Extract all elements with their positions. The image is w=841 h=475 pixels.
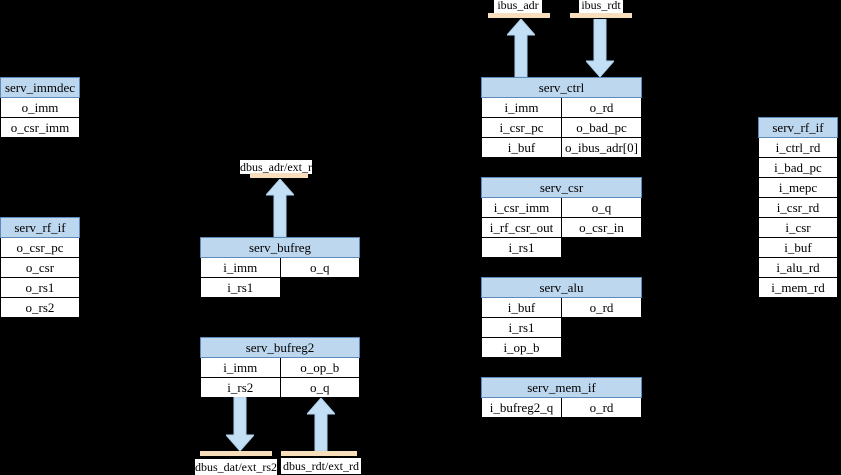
- bus-label-dbus-dat-ext-rs2: dbus_dat/ext_rs2: [195, 459, 277, 475]
- port-cell: i_imm: [481, 97, 562, 118]
- port-cell: o_rd: [561, 397, 642, 418]
- port-cell: i_buf: [481, 297, 562, 318]
- port-cell: i_rs1: [481, 317, 562, 338]
- bufreg2-to-dbus-dat-arrow-down: [226, 397, 254, 451]
- port-cell: o_q: [561, 197, 642, 218]
- block-serv-bufreg2: serv_bufreg2 i_imm o_op_b i_rs2 o_q: [200, 337, 360, 398]
- block-title: serv_mem_if: [481, 377, 642, 398]
- bus-label-dbus-adr-ext-rs1: dbus_adr/ext_rs1: [240, 160, 312, 174]
- port-cell: o_bad_pc: [561, 117, 642, 138]
- port-cell: i_ctrl_rd: [758, 137, 838, 158]
- port-cell: i_bufreg2_q: [481, 397, 562, 418]
- block-serv-bufreg: serv_bufreg i_imm o_q i_rs1: [200, 237, 360, 298]
- block-serv-mem-if: serv_mem_if i_bufreg2_q o_rd: [481, 377, 642, 418]
- ctrl-to-ibus-adr-arrow-up: [507, 19, 535, 77]
- block-title: serv_bufreg2: [200, 337, 360, 358]
- port-cell: o_rd: [561, 297, 642, 318]
- empty-cell: [562, 338, 642, 358]
- port-cell: i_op_b: [481, 337, 562, 358]
- port-cell: o_csr_in: [561, 217, 642, 238]
- block-serv-immdec: serv_immdec o_imm o_csr_imm: [0, 77, 80, 138]
- block-title: serv_rf_if: [0, 217, 80, 238]
- block-title: serv_rf_if: [758, 117, 838, 138]
- port-cell: i_csr_pc: [481, 117, 562, 138]
- port-cell: o_rs1: [0, 277, 80, 298]
- bus-bar-dbus-dat: [200, 451, 272, 456]
- port-cell: i_rs1: [481, 237, 562, 258]
- block-title: serv_ctrl: [481, 77, 642, 98]
- port-cell: i_buf: [758, 237, 838, 258]
- port-cell: i_bad_pc: [758, 157, 838, 178]
- block-title: serv_bufreg: [200, 237, 360, 258]
- port-cell: o_csr_imm: [0, 117, 80, 138]
- port-cell: i_imm: [200, 357, 281, 378]
- port-cell: i_rs2: [200, 377, 281, 398]
- port-cell: i_csr_imm: [481, 197, 562, 218]
- block-serv-ctrl: serv_ctrl i_imm o_rd i_csr_pc o_bad_pc i…: [481, 77, 642, 158]
- block-serv-rf-if-left: serv_rf_if o_csr_pc o_csr o_rs1 o_rs2: [0, 217, 80, 318]
- port-cell: i_csr_rd: [758, 197, 838, 218]
- bus-bar-ibus-rdt: [570, 13, 632, 18]
- dbus-rdt-to-bufreg2-arrow-up: [307, 398, 335, 451]
- block-title: serv_csr: [481, 177, 642, 198]
- bufreg-to-dbus-adr-arrow-up: [266, 179, 294, 237]
- port-cell: o_rs2: [0, 297, 80, 318]
- block-title: serv_immdec: [0, 77, 80, 98]
- ibus-rdt-to-ctrl-arrow-down: [586, 19, 614, 77]
- port-cell: i_rf_csr_out: [481, 217, 562, 238]
- block-serv-alu: serv_alu i_buf o_rd i_rs1 i_op_b: [481, 277, 642, 358]
- port-cell: i_csr: [758, 217, 838, 238]
- port-cell: o_ibus_adr[0]: [561, 137, 642, 158]
- block-title: serv_alu: [481, 277, 642, 298]
- port-cell: i_mem_rd: [758, 277, 838, 298]
- port-cell: i_rs1: [200, 277, 281, 298]
- bus-label-ibus-rdt: ibus_rdt: [579, 0, 623, 13]
- bus-bar-dbus-rdt: [281, 451, 357, 456]
- port-cell: o_csr_pc: [0, 237, 80, 258]
- bus-bar-ibus-adr: [488, 13, 550, 18]
- port-cell: i_imm: [200, 257, 281, 278]
- bus-label-ibus-adr: ibus_adr: [494, 0, 542, 13]
- port-cell: o_rd: [561, 97, 642, 118]
- port-cell: i_mepc: [758, 177, 838, 198]
- bus-label-dbus-rdt-ext-rd: dbus_rdt/ext_rd: [281, 458, 361, 474]
- bus-bar-dbus-adr: [250, 173, 308, 178]
- port-cell: o_op_b: [279, 357, 360, 378]
- port-cell: i_alu_rd: [758, 257, 838, 278]
- port-cell: o_q: [279, 257, 360, 278]
- empty-cell: [562, 318, 642, 338]
- port-cell: o_q: [279, 377, 360, 398]
- port-cell: o_csr: [0, 257, 80, 278]
- empty-cell: [280, 278, 360, 298]
- block-serv-csr: serv_csr i_csr_imm o_q i_rf_csr_out o_cs…: [481, 177, 642, 258]
- port-cell: o_imm: [0, 97, 80, 118]
- port-cell: i_buf: [481, 137, 562, 158]
- empty-cell: [562, 238, 642, 258]
- block-serv-rf-if-right: serv_rf_if i_ctrl_rd i_bad_pc i_mepc i_c…: [758, 117, 838, 298]
